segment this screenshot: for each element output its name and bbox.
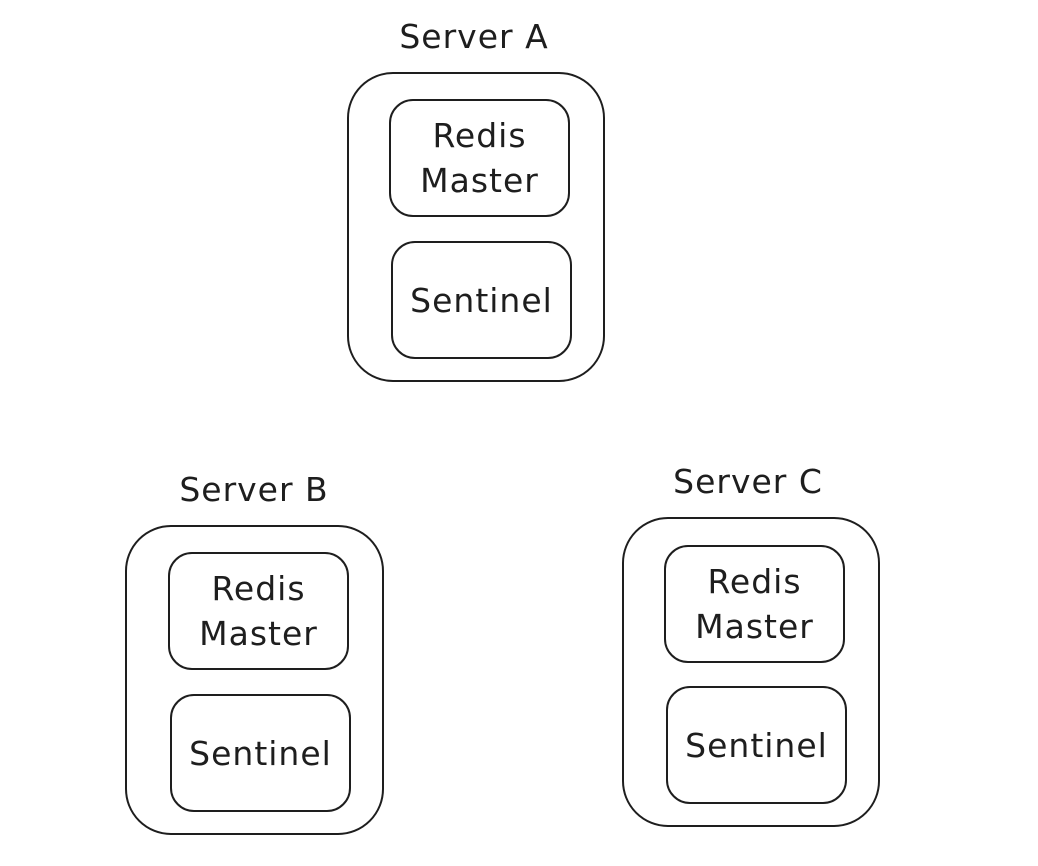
server-a-sentinel-node: Sentinel — [391, 241, 572, 359]
server-b-sentinel-node: Sentinel — [170, 694, 351, 812]
server-a-redis-master-node: Redis Master — [389, 99, 570, 217]
server-b-sentinel-label: Sentinel — [189, 733, 332, 773]
server-c-title: Server C — [673, 462, 823, 501]
server-a-redis-master-label: Redis Master — [420, 116, 539, 200]
server-b-redis-master-node: Redis Master — [168, 552, 349, 670]
server-b-redis-master-label: Redis Master — [199, 569, 318, 653]
server-a-title: Server A — [399, 17, 549, 56]
server-b-title: Server B — [179, 470, 329, 509]
server-a-sentinel-label: Sentinel — [410, 280, 553, 320]
server-c-redis-master-label: Redis Master — [695, 562, 814, 646]
server-c-sentinel-label: Sentinel — [685, 725, 828, 765]
server-c-sentinel-node: Sentinel — [666, 686, 847, 804]
server-c-redis-master-node: Redis Master — [664, 545, 845, 663]
